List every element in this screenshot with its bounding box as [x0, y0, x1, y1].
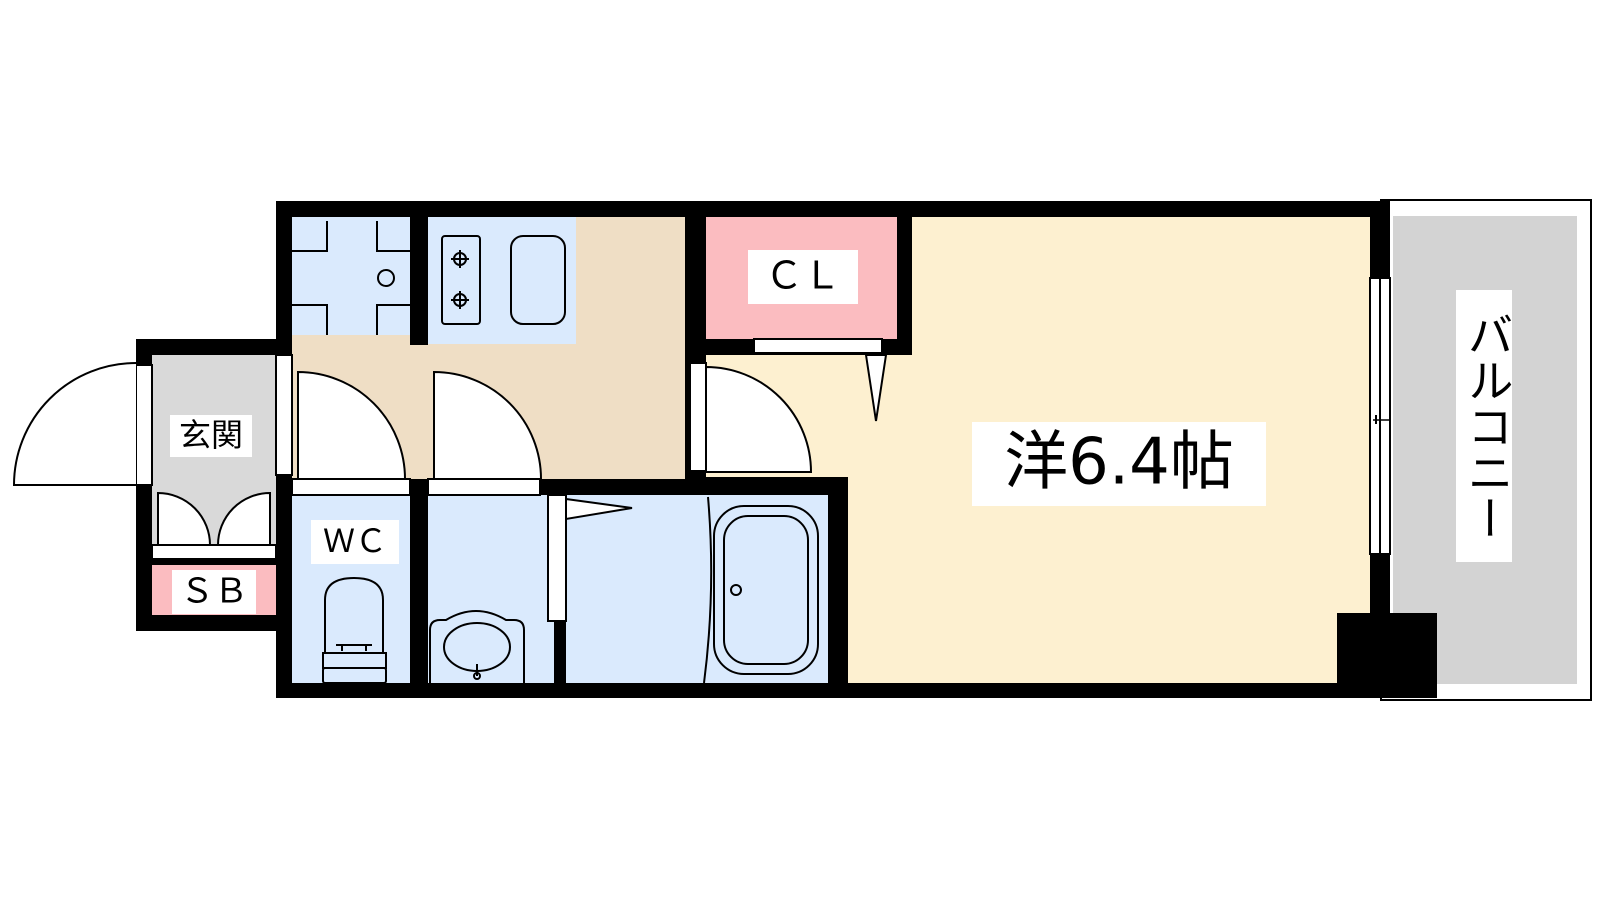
entrance-label: 玄関 [179, 416, 243, 454]
toilet-label-bg [311, 520, 399, 564]
closet-label: ＣＬ [765, 254, 841, 298]
kitchen-counter [428, 217, 576, 344]
wc-door [291, 370, 411, 496]
wash-basin-icon [429, 610, 525, 683]
fridge-space [292, 217, 410, 335]
washroom [428, 495, 554, 683]
balcony-label: バルコニー [1461, 311, 1515, 541]
hall-opening [275, 354, 293, 476]
main-room-label: 洋6.4帖 [1004, 426, 1234, 500]
balcony-window [1369, 277, 1391, 555]
entrance-label-bg [170, 415, 252, 457]
bathroom [566, 495, 828, 683]
shoebox-label: ＳＢ [180, 572, 248, 612]
closet-door [753, 338, 888, 422]
refrigerator-icon [292, 221, 410, 335]
bathroom-door [547, 494, 633, 622]
toilet-label: ＷＣ [323, 522, 387, 560]
kitchen-sink-icon [510, 235, 566, 325]
stove-icon [441, 235, 481, 325]
bathtub-icon [703, 496, 819, 684]
balcony-label-bg [1456, 290, 1512, 562]
front-door [12, 362, 153, 486]
shoebox-doors [151, 491, 277, 560]
main-room-label-bg [972, 422, 1266, 506]
room-door [689, 362, 813, 473]
toilet-icon [322, 576, 387, 684]
shoebox-label-bg [172, 570, 256, 614]
closet-label-bg [748, 250, 858, 304]
washroom-door [427, 370, 543, 496]
